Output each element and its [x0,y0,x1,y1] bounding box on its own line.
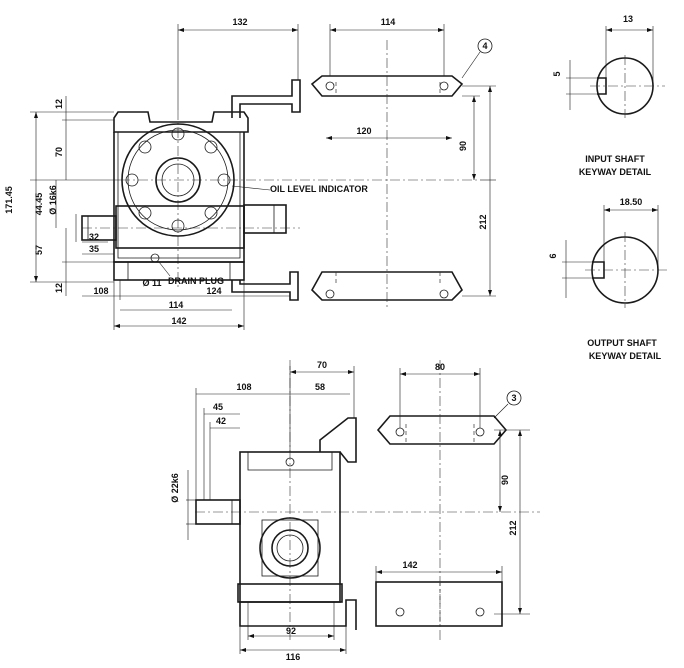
output-keyway-title-1: OUTPUT SHAFT [587,338,657,348]
dim-212-bottom: 212 [508,520,518,535]
dim-16k6: Ø 16k6 [48,185,58,215]
dim-22k6: Ø 22k6 [170,473,180,503]
dim-212-top: 212 [478,214,488,229]
dim-90-top: 90 [458,141,468,151]
top-front-view [81,79,480,301]
leader-lines [158,51,509,419]
balloon-4-label: 4 [482,41,487,51]
input-keyway-title-1: INPUT SHAFT [585,154,645,164]
drain-plug-label: DRAIN PLUG [168,276,224,286]
input-keyway-title-2: KEYWAY DETAIL [579,167,652,177]
dimension-lines [30,24,659,654]
dim-35: 35 [89,244,99,254]
dim-18-50: 18.50 [620,197,643,207]
oil-level-indicator-label: OIL LEVEL INDICATOR [270,184,368,194]
dim-32: 32 [89,232,99,242]
dim-5: 5 [552,71,562,76]
dim-58: 58 [315,382,325,392]
dim-116: 116 [286,652,301,662]
balloon-3-label: 3 [511,393,516,403]
dim-80: 80 [435,362,445,372]
dim-90-bottom: 90 [500,475,510,485]
dim-6: 6 [548,253,558,258]
dim-92: 92 [286,626,296,636]
dim-114-bottom: 114 [169,300,184,310]
dim-57: 57 [34,245,44,255]
output-keyway-title-2: KEYWAY DETAIL [589,351,662,361]
dim-171-45: 171.45 [4,186,14,214]
dim-124: 124 [206,286,221,296]
balloon-3 [506,390,522,406]
dim-142-bottom: 142 [402,560,417,570]
dim-44-45: 44.45 [34,193,44,216]
dim-12-bottom: 12 [54,283,64,293]
balloon-4 [477,38,493,54]
dim-108-top: 108 [93,286,108,296]
top-plan-view [310,40,464,310]
dim-70-bottom: 70 [317,360,327,370]
dim-12-top: 12 [54,99,64,109]
dimension-arrows [34,28,658,652]
dim-11: Ø 11 [142,278,161,288]
dim-142-top: 142 [171,316,186,326]
dim-114-top: 114 [381,17,396,27]
dim-45: 45 [213,402,223,412]
dim-120: 120 [356,126,371,136]
dim-42: 42 [216,416,226,426]
dim-70: 70 [54,147,64,157]
dim-108-bottom: 108 [236,382,251,392]
dim-13: 13 [623,14,633,24]
dim-132: 132 [232,17,247,27]
